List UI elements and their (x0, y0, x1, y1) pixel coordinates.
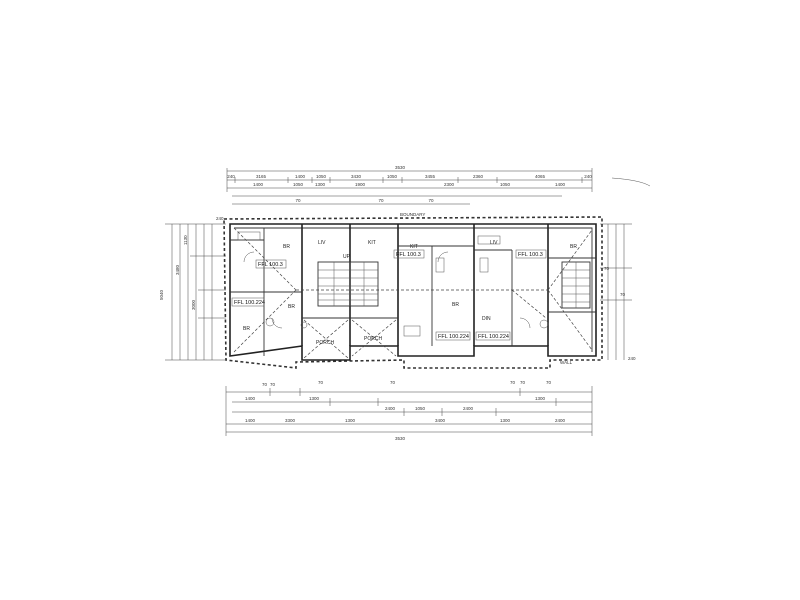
bottom-dim-70-7: 70 (546, 380, 552, 385)
left-dim-1: 240 (216, 216, 224, 221)
ffl-tag-3: FFL 100.3 (396, 252, 421, 258)
top-dim-7: 3455 (425, 174, 436, 179)
bottom-dim-r2-1: 1400 (245, 396, 256, 401)
stair-block: UP (317, 254, 379, 307)
room-labels: BR LIV KIT BR BR KIT BR LIV DIN BR PORCH… (243, 240, 577, 346)
ffl-tag-4: FFL 100.3 (518, 252, 543, 258)
right-stair-block (561, 261, 591, 309)
site-boundary (223, 216, 603, 369)
boundary-note: BOUNDARY (400, 212, 425, 217)
top-dim-9: 4065 (535, 174, 546, 179)
room-bed-4: BR (452, 302, 459, 308)
room-dining-1: DIN (482, 316, 491, 322)
room-living-2: LIV (490, 240, 498, 246)
bottom-dim-r3-6: 2400 (555, 418, 566, 423)
top-dim-r3-2: 70 (378, 198, 384, 203)
left-dim-2: 1130 (183, 235, 188, 245)
room-kitchen-1: KIT (368, 240, 376, 246)
room-bed-3: BR (288, 304, 295, 310)
fixtures (237, 231, 549, 337)
top-dim-r2-5: 2300 (444, 182, 455, 187)
bottom-dim-70-2: 70 (270, 382, 276, 387)
bottom-dim-70-5: 70 (510, 380, 516, 385)
left-dim-5: 5040 (159, 289, 164, 300)
top-dim-1: 240 (227, 174, 235, 179)
top-dim-r3-3: 70 (428, 198, 434, 203)
room-kitchen-2: KIT (410, 244, 418, 250)
bottom-dim-r3-4: 3400 (435, 418, 446, 423)
ffl-tag-2: FFL 100.224 (234, 300, 265, 306)
room-living-1: LIV (318, 240, 326, 246)
right-dimension-chains: 240 70 70 (600, 177, 651, 361)
top-dim-r2-2: 1050 (293, 182, 304, 187)
room-bed-5: BR (570, 244, 577, 250)
top-dim-2: 3165 (256, 174, 267, 179)
top-dim-r3-1: 70 (295, 198, 301, 203)
bottom-overall-dim: 3530 (395, 436, 406, 441)
bottom-dim-70-3: 70 (318, 380, 324, 385)
left-dim-4: 3000 (191, 299, 196, 310)
right-dim-2: 70 (604, 266, 610, 271)
top-dim-6: 1050 (387, 174, 398, 179)
room-bed-1: BR (283, 244, 290, 250)
bottom-dim-r3-5: 1300 (500, 418, 511, 423)
top-dim-3: 1400 (295, 174, 306, 179)
top-dim-8: 2360 (473, 174, 484, 179)
bottom-dim-r2-3: 2400 (385, 406, 396, 411)
top-dim-4: 1050 (316, 174, 327, 179)
bottom-dim-r2-4: 1050 (415, 406, 426, 411)
bottom-dim-r3-3: 1300 (345, 418, 356, 423)
bottom-dim-r3-1: 1400 (245, 418, 256, 423)
wall-note: WALL (560, 360, 573, 365)
bottom-dim-70-4: 70 (390, 380, 396, 385)
ffl-tag-1: FFL 100.3 (258, 262, 283, 268)
bottom-dim-r2-6: 1300 (535, 396, 546, 401)
bottom-dim-r3-2: 3300 (285, 418, 296, 423)
right-dim-3: 70 (620, 292, 626, 297)
right-dim-1: 240 (628, 356, 636, 361)
ffl-tag-6: FFL 100.224 (478, 334, 509, 340)
top-dim-r2-6: 1050 (500, 182, 511, 187)
left-dimension-chains: 240 1130 3480 3000 5040 (159, 216, 226, 361)
room-porch-1: PORCH (316, 340, 334, 346)
roof-hip-lines (233, 227, 593, 359)
room-porch-2: PORCH (364, 336, 382, 342)
building-walls (229, 223, 597, 361)
bottom-dim-r2-2: 1300 (309, 396, 320, 401)
top-dim-r2-7: 1400 (555, 182, 566, 187)
top-dim-r2-3: 1300 (315, 182, 326, 187)
bottom-dim-70-6: 70 (520, 380, 526, 385)
stair-up-note: UP (343, 254, 351, 260)
top-dim-r2-4: 1900 (355, 182, 366, 187)
room-bed-2: BR (243, 326, 250, 332)
top-dim-10: 240 (584, 174, 592, 179)
top-dim-5: 3430 (351, 174, 362, 179)
bottom-dim-r2-5: 2400 (463, 406, 474, 411)
top-dim-r2-1: 1400 (253, 182, 264, 187)
left-dim-3: 3480 (175, 264, 180, 275)
ffl-tag-5: FFL 100.224 (438, 334, 469, 340)
bottom-dim-70-1: 70 (262, 382, 268, 387)
level-tags: FFL 100.3 FFL 100.224 FFL 100.3 FFL 100.… (231, 249, 547, 341)
top-dimension-chains: 3530 240 3165 1400 1050 3430 1050 3455 2… (226, 165, 593, 205)
top-overall-dim: 3530 (395, 165, 406, 170)
bottom-dimension-chains: 70 70 70 70 70 70 70 1400 1300 2400 1050… (225, 380, 593, 441)
